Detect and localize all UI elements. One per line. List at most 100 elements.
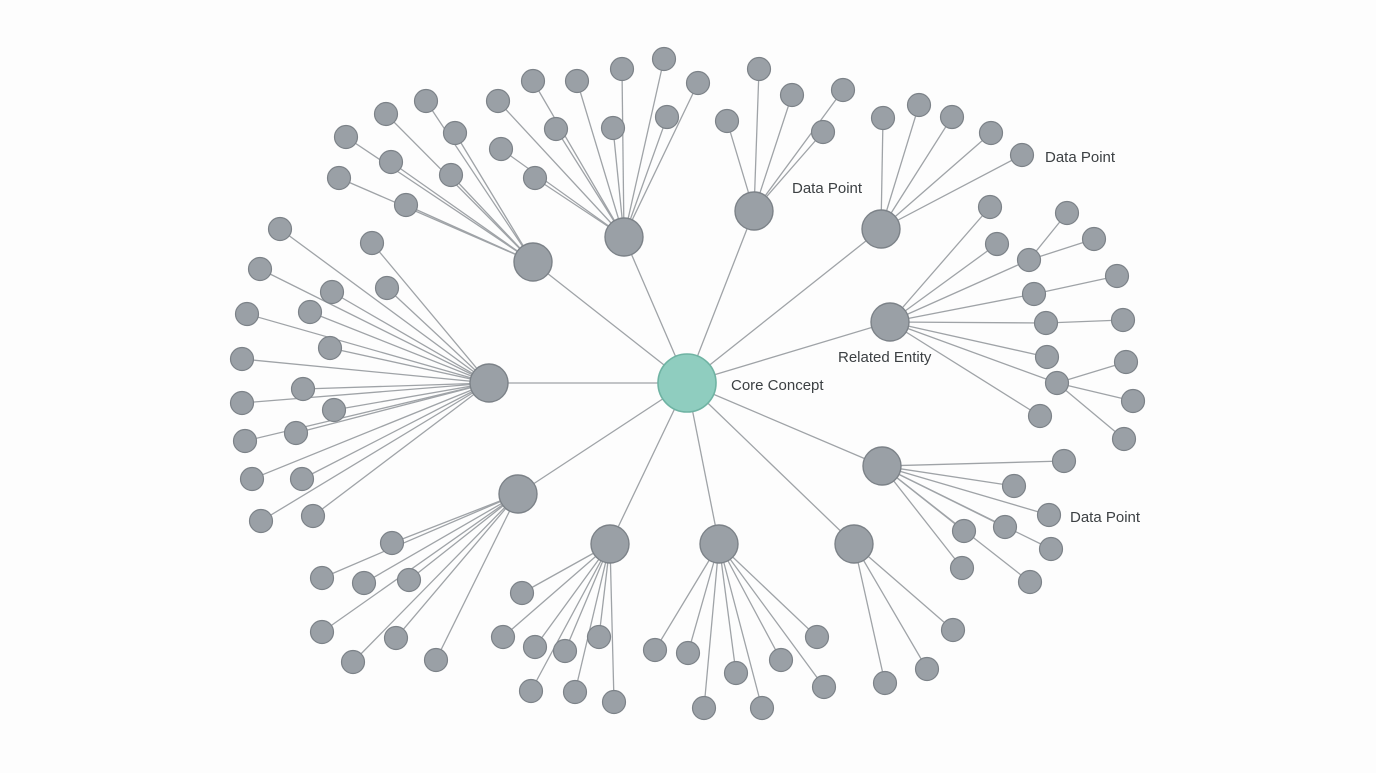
leaf-node-sub-4[interactable] (1113, 349, 1139, 375)
leaf-node-upleft-5[interactable] (438, 162, 464, 188)
hub-node-bot[interactable] (590, 524, 630, 564)
leaf-node-top-4[interactable] (651, 46, 677, 72)
leaf-node-botmid-7[interactable] (811, 674, 837, 700)
leaf-node-topmid-3[interactable] (830, 77, 856, 103)
leaf-node-left-10[interactable] (319, 279, 345, 305)
leaf-node-lowright-3[interactable] (1036, 502, 1062, 528)
leaf-node-upleft-6[interactable] (326, 165, 352, 191)
leaf-node-top-9[interactable] (488, 136, 514, 162)
leaf-node-left-8[interactable] (359, 230, 385, 256)
leaf-node-top-7[interactable] (600, 115, 626, 141)
leaf-node-left-4[interactable] (229, 390, 255, 416)
leaf-node-left-13[interactable] (290, 376, 316, 402)
leaf-node-botmid-0[interactable] (642, 637, 668, 663)
leaf-node-top-0[interactable] (485, 88, 511, 114)
leaf-node-bot-5[interactable] (562, 679, 588, 705)
leaf-node-sub-1[interactable] (1081, 226, 1107, 252)
leaf-node-upleft-0[interactable] (373, 101, 399, 127)
leaf-node-bot-7[interactable] (601, 689, 627, 715)
leaf-node-botmid-5[interactable] (768, 647, 794, 673)
leaf-node-upleft-7[interactable] (393, 192, 419, 218)
hub-node-botleft[interactable] (498, 474, 538, 514)
leaf-node-sub-2[interactable] (1104, 263, 1130, 289)
leaf-node-topmid-0[interactable] (714, 108, 740, 134)
leaf-node-top-8[interactable] (654, 104, 680, 130)
leaf-node-left-17[interactable] (300, 503, 326, 529)
hub-node-topright[interactable] (861, 209, 901, 249)
leaf-node-botright-2[interactable] (872, 670, 898, 696)
leaf-node-lowright-6[interactable] (1038, 536, 1064, 562)
leaf-node-botmid-3[interactable] (723, 660, 749, 686)
leaf-node-sub-5[interactable] (1120, 388, 1146, 414)
leaf-node-right-7[interactable] (1027, 403, 1053, 429)
leaf-node-topmid-1[interactable] (746, 56, 772, 82)
leaf-node-bot-3[interactable] (518, 678, 544, 704)
leaf-node-left-0[interactable] (267, 216, 293, 242)
leaf-node-top-10[interactable] (522, 165, 548, 191)
hub-node-right[interactable] (870, 302, 910, 342)
hub-node-top[interactable] (604, 217, 644, 257)
hub-node-upleft[interactable] (513, 242, 553, 282)
leaf-node-right-3[interactable] (1021, 281, 1047, 307)
leaf-node-botmid-1[interactable] (675, 640, 701, 666)
leaf-node-topright-1[interactable] (906, 92, 932, 118)
leaf-node-sub-3[interactable] (1110, 307, 1136, 333)
leaf-node-botright-1[interactable] (914, 656, 940, 682)
leaf-node-botleft-6[interactable] (340, 649, 366, 675)
leaf-node-upleft-4[interactable] (378, 149, 404, 175)
leaf-node-topmid-2[interactable] (779, 82, 805, 108)
leaf-node-left-12[interactable] (317, 335, 343, 361)
hub-node-lowright[interactable] (862, 446, 902, 486)
leaf-node-bot-4[interactable] (552, 638, 578, 664)
leaf-node-left-15[interactable] (283, 420, 309, 446)
leaf-node-lowright-0[interactable] (1051, 448, 1077, 474)
core-concept-node[interactable] (657, 353, 717, 413)
leaf-node-left-2[interactable] (234, 301, 260, 327)
leaf-node-upleft-1[interactable] (413, 88, 439, 114)
leaf-node-lowright-7[interactable] (1017, 569, 1043, 595)
leaf-node-top-5[interactable] (685, 70, 711, 96)
leaf-node-botmid-6[interactable] (804, 624, 830, 650)
leaf-node-right-0[interactable] (977, 194, 1003, 220)
leaf-node-botleft-2[interactable] (351, 570, 377, 596)
leaf-node-bot-6[interactable] (586, 624, 612, 650)
leaf-node-right-5[interactable] (1034, 344, 1060, 370)
leaf-node-left-6[interactable] (239, 466, 265, 492)
leaf-node-bot-1[interactable] (490, 624, 516, 650)
leaf-node-topright-2[interactable] (939, 104, 965, 130)
hub-node-topmid[interactable] (734, 191, 774, 231)
leaf-node-botright-0[interactable] (940, 617, 966, 643)
leaf-node-top-6[interactable] (543, 116, 569, 142)
leaf-node-upleft-2[interactable] (442, 120, 468, 146)
leaf-node-left-11[interactable] (297, 299, 323, 325)
leaf-node-topright-0[interactable] (870, 105, 896, 131)
leaf-node-right-6[interactable] (1044, 370, 1070, 396)
leaf-node-lowright-1[interactable] (1001, 473, 1027, 499)
leaf-node-botleft-5[interactable] (383, 625, 409, 651)
leaf-node-bot-2[interactable] (522, 634, 548, 660)
leaf-node-left-1[interactable] (247, 256, 273, 282)
leaf-node-sub-0[interactable] (1054, 200, 1080, 226)
leaf-node-botmid-4[interactable] (749, 695, 775, 721)
leaf-node-top-3[interactable] (609, 56, 635, 82)
leaf-node-upleft-3[interactable] (333, 124, 359, 150)
leaf-node-botleft-3[interactable] (396, 567, 422, 593)
leaf-node-left-9[interactable] (374, 275, 400, 301)
leaf-node-sub-6[interactable] (1111, 426, 1137, 452)
hub-node-botright[interactable] (834, 524, 874, 564)
leaf-node-right-2[interactable] (1016, 247, 1042, 273)
leaf-node-right-1[interactable] (984, 231, 1010, 257)
leaf-node-top-2[interactable] (564, 68, 590, 94)
hub-node-left[interactable] (469, 363, 509, 403)
leaf-node-bot-0[interactable] (509, 580, 535, 606)
leaf-node-left-3[interactable] (229, 346, 255, 372)
leaf-node-left-16[interactable] (289, 466, 315, 492)
leaf-node-topright-3[interactable] (978, 120, 1004, 146)
leaf-node-left-7[interactable] (248, 508, 274, 534)
leaf-node-lowright-2[interactable] (992, 514, 1018, 540)
leaf-node-right-4[interactable] (1033, 310, 1059, 336)
leaf-node-botleft-7[interactable] (423, 647, 449, 673)
leaf-node-botleft-0[interactable] (379, 530, 405, 556)
leaf-node-topright-4[interactable] (1009, 142, 1035, 168)
leaf-node-lowright-5[interactable] (949, 555, 975, 581)
